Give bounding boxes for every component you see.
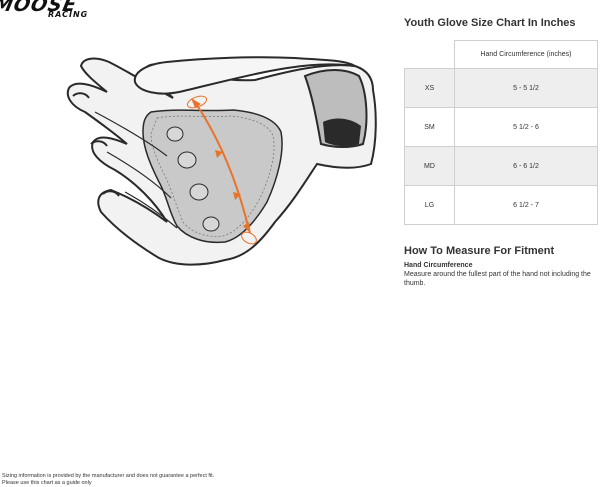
finger-line [106, 151, 172, 199]
table-header-row: Hand Circumference (inches) [404, 40, 598, 69]
table-row: MD 6 - 6 1/2 [404, 146, 598, 186]
palm-pad [142, 109, 283, 244]
size-value: 5 1/2 - 6 [454, 107, 598, 147]
finger-line [124, 191, 178, 229]
arrow-head [243, 222, 251, 234]
fingertip-mark [102, 190, 120, 197]
knuckle-pad [189, 183, 209, 201]
measure-ring [241, 231, 257, 245]
size-value: 6 - 6 1/2 [454, 146, 598, 186]
size-chart-title: Youth Glove Size Chart In Inches [404, 17, 576, 29]
size-label: LG [404, 185, 455, 225]
column-header: Hand Circumference (inches) [454, 40, 598, 69]
knuckle-pad [166, 126, 184, 142]
disclaimer-line: Sizing information is provided by the ma… [2, 473, 215, 479]
arrow-head [191, 98, 201, 108]
arrow-mid [233, 192, 241, 200]
glove-diagram-icon [66, 56, 377, 266]
disclaimer-line: Please use this chart as a guide only [2, 480, 92, 486]
disclaimer: Sizing information is provided by the ma… [2, 473, 214, 487]
size-value: 5 - 5 1/2 [454, 68, 598, 108]
fingertip-mark [90, 140, 108, 147]
knuckle-pad [177, 151, 197, 169]
measure-arrow-icon [194, 101, 250, 231]
table-row: SM 5 1/2 - 6 [404, 107, 598, 147]
size-label: MD [404, 146, 455, 186]
measure-description: Measure around the fullest part of the h… [404, 271, 591, 287]
fingertip-mark [72, 92, 90, 99]
brand-sub: RACING [48, 10, 89, 19]
size-value: 6 1/2 - 7 [454, 185, 598, 225]
measure-subtitle: Hand Circumference [404, 262, 473, 269]
size-chart-table: Hand Circumference (inches) XS 5 - 5 1/2… [404, 40, 598, 225]
glove-thumb [133, 56, 356, 95]
measure-title: How To Measure For Fitment [404, 245, 555, 257]
palm-stitch [150, 115, 275, 237]
knuckle-pad [202, 216, 220, 232]
size-label: XS [404, 68, 455, 108]
table-row: LG 6 1/2 - 7 [404, 185, 598, 225]
table-corner [404, 40, 455, 69]
finger-line [94, 111, 168, 157]
strap-tab [323, 118, 361, 147]
table-row: XS 5 - 5 1/2 [404, 68, 598, 108]
measure-ring [186, 95, 208, 109]
arrow-mid [215, 150, 223, 158]
brand-logo: MOOSE RACING [0, 0, 120, 26]
size-label: SM [404, 107, 455, 147]
